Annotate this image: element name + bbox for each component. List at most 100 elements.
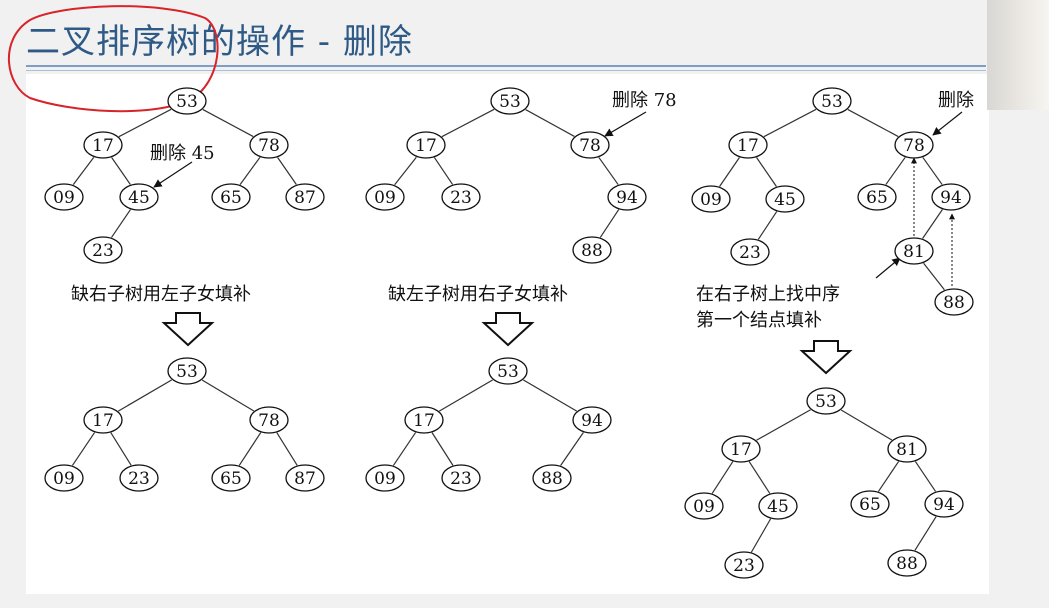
- tree-node-value: 88: [581, 241, 603, 261]
- tree-node-value: 17: [92, 136, 114, 156]
- tree-edge: [111, 157, 131, 185]
- tree-node-case1-after-n65: 65: [211, 464, 251, 492]
- tree-node-case1-before-n65: 65: [211, 183, 251, 211]
- tree-node-case3-before-n23: 23: [730, 238, 770, 266]
- tree-node-case3-after-n81: 81: [887, 435, 927, 463]
- tree-edge: [877, 461, 900, 492]
- tree-edge: [238, 432, 262, 466]
- tree-node-value: 81: [896, 440, 918, 460]
- tree-node-value: 17: [92, 411, 114, 431]
- caption-case1: 缺右子树用左子女填补: [71, 284, 251, 305]
- tree-node-case3-after-n88: 88: [887, 549, 927, 577]
- tree-edge: [757, 211, 778, 240]
- tree-node-case2-after-n17: 17: [404, 406, 444, 434]
- diagram-labels: 删除 45 缺右子树用左子女填补 删除 78 缺左子树用右子女填补 删除 在右子…: [71, 90, 974, 331]
- tree-node-value: 65: [866, 188, 888, 208]
- tree-node-value: 65: [220, 469, 242, 489]
- tree-node-case2-after-n09: 09: [365, 464, 405, 492]
- tree-node-case2-after-n94: 94: [572, 406, 612, 434]
- down-arrow-case2: [481, 312, 535, 347]
- tree-edge: [202, 108, 254, 138]
- tree-node-value: 09: [53, 469, 75, 489]
- tree-node-case1-before-n09: 09: [44, 183, 84, 211]
- tree-node-value: 23: [450, 188, 472, 208]
- annotation-delete-78: 删除 78: [612, 90, 677, 111]
- tree-node-case3-before-n81: 81: [894, 237, 934, 265]
- tree-node-value: 17: [730, 440, 752, 460]
- tree-node-case3-before-n94: 94: [931, 183, 971, 211]
- tree-edge: [72, 156, 95, 186]
- tree-node-case3-after-n23: 23: [724, 551, 764, 579]
- tree-node-value: 23: [450, 469, 472, 489]
- title-underline-thin: [26, 70, 986, 71]
- tree-node-value: 78: [258, 411, 280, 431]
- tree-node-case3-before-n78: 78: [894, 131, 934, 159]
- tree-node-case2-before-n88: 88: [572, 236, 612, 264]
- tree-node-value: 53: [821, 92, 843, 112]
- tree-node-value: 23: [128, 469, 150, 489]
- tree-node-case3-after-n65: 65: [850, 490, 890, 518]
- tree-edge: [433, 157, 454, 185]
- tree-edge: [885, 157, 906, 185]
- tree-node-case1-after-n78: 78: [249, 406, 289, 434]
- tree-node-value: 88: [541, 469, 563, 489]
- tree-edge: [756, 157, 777, 187]
- tree-edge: [847, 108, 899, 138]
- tree-node-case2-after-n53: 53: [488, 357, 528, 385]
- tree-node-value: 09: [374, 188, 396, 208]
- tree-node-value: 09: [53, 188, 75, 208]
- tree-node-value: 65: [859, 495, 881, 515]
- tree-node-case1-after-n17: 17: [83, 406, 123, 434]
- tree-edge: [392, 432, 417, 466]
- tree-edge: [914, 516, 937, 551]
- annotation-delete-45: 删除 45: [150, 143, 215, 164]
- tree-node-case3-after-n53: 53: [806, 387, 846, 415]
- tree-node-case2-before-n23: 23: [441, 183, 481, 211]
- tree-edge: [599, 209, 620, 238]
- tree-node-value: 23: [92, 241, 114, 261]
- tree-node-case1-after-n87: 87: [285, 464, 325, 492]
- tree-edges: [71, 108, 945, 553]
- tree-edge: [118, 108, 172, 138]
- tree-node-value: 78: [258, 136, 280, 156]
- tree-edge: [111, 209, 131, 238]
- tree-node-value: 09: [693, 497, 715, 517]
- tree-node-case3-before-n09: 09: [691, 185, 731, 213]
- tree-node-case1-before-n87: 87: [285, 183, 325, 211]
- tree-node-value: 23: [733, 556, 755, 576]
- down-arrow-case3: [799, 340, 853, 375]
- webcam-overlay: [987, 0, 1049, 110]
- annotation-arrow-78-case3: [932, 111, 963, 136]
- tree-node-case2-before-n17: 17: [406, 131, 446, 159]
- tree-node-value: 94: [581, 411, 603, 431]
- tree-edge: [525, 109, 575, 137]
- tree-edge: [276, 432, 298, 466]
- tree-edge: [560, 432, 584, 466]
- down-arrow-case1: [161, 312, 215, 347]
- tree-node-value: 87: [294, 469, 316, 489]
- tree-node-case1-after-n09: 09: [44, 464, 84, 492]
- tree-edge: [840, 409, 893, 441]
- tree-edge: [923, 262, 945, 291]
- tree-node-case1-after-n53: 53: [167, 357, 207, 385]
- tree-node-value: 53: [176, 362, 198, 382]
- tree-node-value: 94: [933, 495, 955, 515]
- tree-node-value: 53: [176, 92, 198, 112]
- tree-node-value: 53: [499, 92, 521, 112]
- annotation-delete-case3: 删除: [938, 90, 974, 111]
- tree-node-case2-before-n78: 78: [570, 131, 610, 159]
- tree-node-value: 65: [220, 188, 242, 208]
- tree-node-case3-after-n17: 17: [721, 435, 761, 463]
- tree-edge: [438, 379, 494, 412]
- tree-node-value: 17: [737, 136, 759, 156]
- tree-node-value: 78: [903, 136, 925, 156]
- tree-edge: [394, 156, 417, 186]
- tree-node-case3-before-n65: 65: [857, 183, 897, 211]
- tree-node-value: 87: [294, 188, 316, 208]
- tree-edge: [201, 379, 255, 412]
- tree-edge: [763, 108, 817, 138]
- tree-node-case2-before-n94: 94: [607, 183, 647, 211]
- tree-edge: [914, 461, 937, 492]
- tree-node-value: 09: [700, 190, 722, 210]
- annotation-arrow-45: [153, 161, 193, 188]
